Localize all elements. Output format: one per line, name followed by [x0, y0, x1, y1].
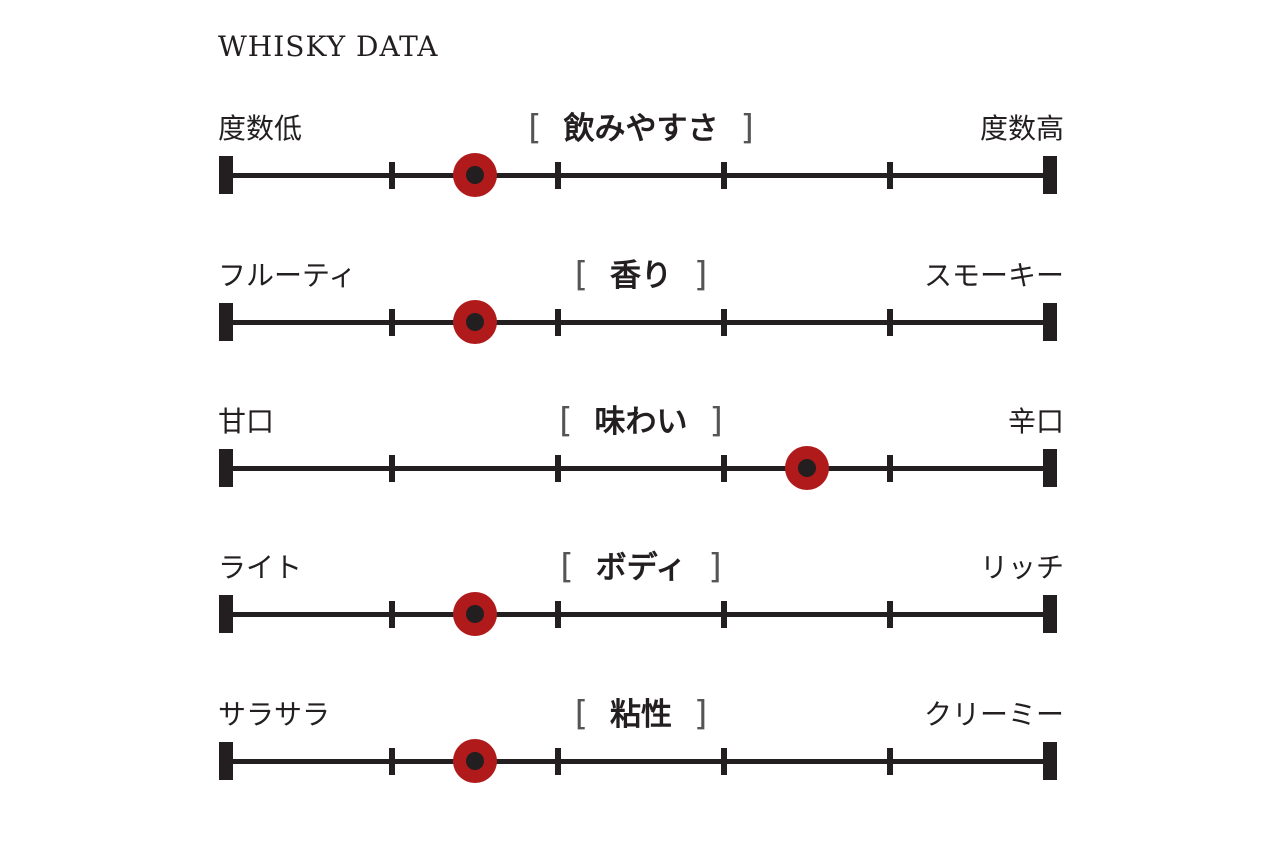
scale-row: フルーティ [ 香り] スモーキー [218, 257, 1064, 379]
scale-bar [218, 153, 1064, 197]
scale-end-left [219, 303, 233, 341]
category-title: [ 味わい] [218, 403, 1064, 440]
left-label: フルーティ [218, 259, 357, 292]
bracket-close: ] [709, 401, 723, 441]
scale-tick [555, 748, 561, 775]
bracket-open: [ [528, 108, 542, 148]
category-label: 粘性 [610, 697, 672, 733]
value-marker [453, 739, 497, 783]
category-title: [ 粘性] [218, 696, 1064, 733]
category-title: [ 香り] [218, 257, 1064, 294]
scale-line [226, 759, 1056, 764]
scale-end-right [1043, 449, 1057, 487]
scale-tick [389, 309, 395, 336]
scale-tick [555, 455, 561, 482]
scale-tick [721, 162, 727, 189]
left-label: サラサラ [218, 698, 331, 731]
scale-end-left [219, 595, 233, 633]
category-title: [ ボディ] [218, 549, 1064, 586]
scale-row: サラサラ [ 粘性] クリーミー [218, 696, 1064, 818]
scale-end-left [219, 449, 233, 487]
scale-line [226, 173, 1056, 178]
right-label: スモーキー [923, 259, 1064, 292]
bracket-close: ] [740, 108, 754, 148]
scale-tick [389, 455, 395, 482]
scale-tick [721, 455, 727, 482]
value-marker [453, 300, 497, 344]
scale-tick [555, 309, 561, 336]
bracket-open: [ [560, 547, 574, 587]
left-label: 度数低 [218, 112, 303, 145]
left-label: 甘口 [218, 405, 275, 438]
scale-row: ライト [ ボディ] リッチ [218, 549, 1064, 671]
scale-tick [721, 309, 727, 336]
scale-row: 度数低 [ 飲みやすさ] 度数高 [218, 110, 1064, 232]
right-label: リッチ [979, 551, 1064, 584]
scale-bar [218, 446, 1064, 490]
left-label: ライト [218, 551, 303, 584]
scale-tick [887, 748, 893, 775]
scale-tick [887, 455, 893, 482]
bracket-open: [ [574, 694, 588, 734]
right-label: 度数高 [979, 112, 1064, 145]
scale-end-right [1043, 742, 1057, 780]
scale-tick [389, 601, 395, 628]
bracket-close: ] [694, 694, 708, 734]
scale-end-right [1043, 156, 1057, 194]
scale-tick [389, 162, 395, 189]
value-marker [785, 446, 829, 490]
category-label: 香り [610, 258, 672, 294]
scale-tick [887, 162, 893, 189]
scale-line [226, 612, 1056, 617]
scale-row: 甘口 [ 味わい] 辛口 [218, 403, 1064, 525]
scale-tick [887, 309, 893, 336]
category-title: [ 飲みやすさ] [218, 110, 1064, 147]
value-marker [453, 592, 497, 636]
scale-tick [887, 601, 893, 628]
scale-bar [218, 739, 1064, 783]
value-marker [453, 153, 497, 197]
scale-line [226, 320, 1056, 325]
scale-line [226, 466, 1056, 471]
page-title: WHISKY DATA [218, 30, 439, 63]
scale-tick [389, 748, 395, 775]
right-label: 辛口 [1007, 405, 1064, 438]
category-label: ボディ [595, 550, 687, 586]
scale-end-left [219, 156, 233, 194]
scale-end-right [1043, 303, 1057, 341]
bracket-open: [ [559, 401, 573, 441]
category-label: 飲みやすさ [563, 111, 719, 147]
category-label: 味わい [594, 404, 688, 440]
scale-tick [721, 748, 727, 775]
scale-tick [555, 162, 561, 189]
scale-tick [555, 601, 561, 628]
scale-bar [218, 300, 1064, 344]
bracket-open: [ [574, 255, 588, 295]
bracket-close: ] [694, 255, 708, 295]
right-label: クリーミー [923, 698, 1064, 731]
scale-end-left [219, 742, 233, 780]
scale-end-right [1043, 595, 1057, 633]
scale-bar [218, 592, 1064, 636]
scale-tick [721, 601, 727, 628]
bracket-close: ] [708, 547, 722, 587]
